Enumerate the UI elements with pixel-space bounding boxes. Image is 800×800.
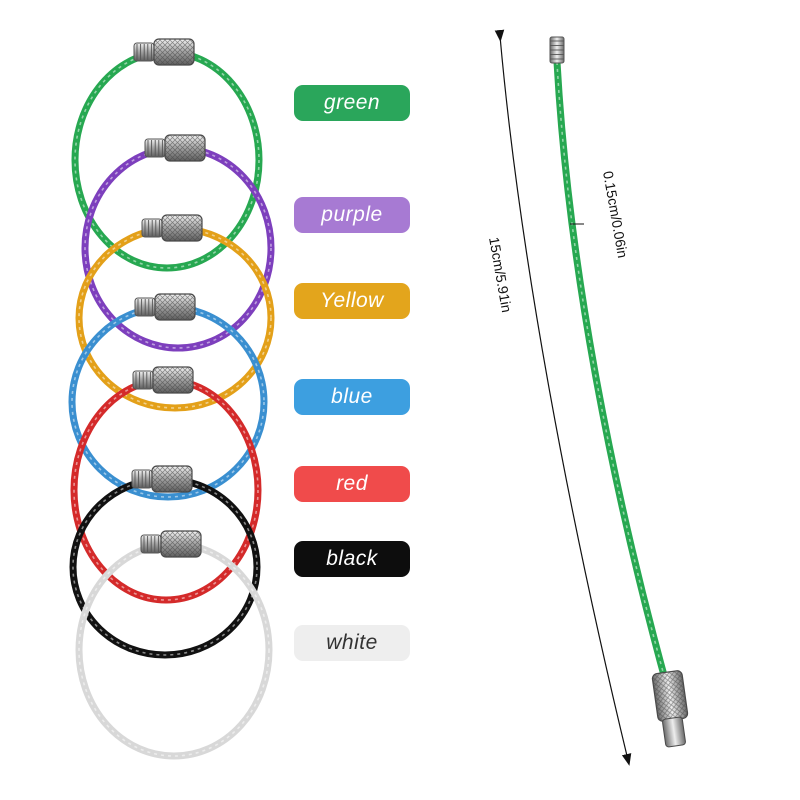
color-label-yellow: Yellow [294,283,410,319]
screw-lock-connector-icon [134,293,196,321]
screw-lock-connector-icon [144,134,206,162]
ring-red [70,366,262,604]
ring-black [69,465,261,659]
dimension-arrow-icon [494,29,632,766]
dimension-annotations: 15cm/5.91in 0.15cm/0.06in [486,29,632,766]
screw-lock-connector-icon [141,214,203,242]
screw-lock-connector-icon [132,366,194,394]
color-label-white: white [294,625,410,661]
cable-wire [553,58,672,694]
screw-lock-connector-icon [140,530,202,558]
ring-white [75,530,273,760]
cable-top-screw-icon [549,36,565,64]
ring-wire-twist [78,543,270,757]
ring-green [71,38,263,272]
ring-yellow [75,214,275,412]
length-label: 15cm/5.91in [486,236,515,314]
ring-wire-twist [78,227,272,409]
cable-bottom-lock-icon [651,670,689,748]
color-label-black: black [294,541,410,577]
screw-lock-connector-icon [131,465,193,493]
color-label-red: red [294,466,410,502]
wire-rings [68,38,275,760]
cable-wire-twist [556,61,669,691]
ring-wire [75,540,273,760]
ring-purple [81,134,275,352]
thickness-label: 0.15cm/0.06in [600,170,631,259]
ring-wire-twist [84,147,272,349]
color-label-blue: blue [294,379,410,415]
ring-blue [68,293,268,501]
color-label-green: green [294,85,410,121]
screw-lock-connector-icon [133,38,195,66]
ring-wire-twist [72,478,258,656]
straight-cable [549,36,689,748]
color-label-purple: purple [294,197,410,233]
